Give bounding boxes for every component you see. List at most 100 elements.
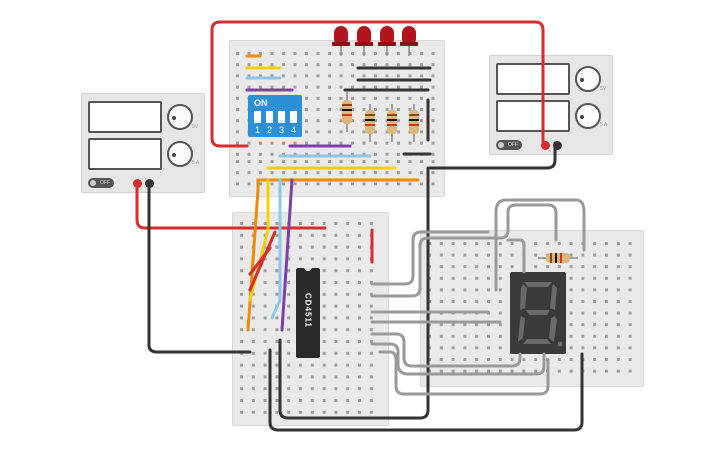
breadboard-hole[interactable] [374, 85, 377, 89]
breadboard-hole[interactable] [316, 85, 320, 89]
breadboard-hole[interactable] [299, 363, 302, 367]
breadboard-hole[interactable] [351, 96, 354, 100]
breadboard-hole[interactable] [463, 300, 467, 303]
breadboard-hole[interactable] [408, 85, 412, 89]
breadboard-hole[interactable] [322, 281, 326, 284]
breadboard-hole[interactable] [369, 316, 373, 320]
breadboard-hole[interactable] [431, 182, 435, 186]
breadboard-hole[interactable] [236, 141, 239, 145]
breadboard-hole[interactable] [475, 323, 479, 327]
breadboard-hole[interactable] [475, 253, 479, 257]
breadboard-hole[interactable] [475, 369, 479, 373]
breadboard-hole[interactable] [259, 171, 262, 175]
breadboard-hole[interactable] [240, 410, 243, 414]
breadboard-hole[interactable] [451, 265, 455, 269]
breadboard-hole[interactable] [510, 242, 514, 245]
breadboard-hole[interactable] [431, 52, 435, 55]
breadboard-hole[interactable] [408, 63, 412, 67]
breadboard-hole[interactable] [351, 85, 354, 89]
breadboard-hole[interactable] [240, 363, 243, 367]
breadboard-hole[interactable] [374, 74, 377, 78]
breadboard-hole[interactable] [339, 119, 343, 123]
breadboard-hole[interactable] [616, 242, 620, 245]
breadboard-hole[interactable] [605, 300, 608, 303]
breadboard-hole[interactable] [287, 328, 291, 332]
breadboard-hole[interactable] [510, 358, 514, 361]
breadboard-hole[interactable] [628, 346, 632, 350]
breadboard-hole[interactable] [259, 160, 262, 163]
breadboard-hole[interactable] [240, 387, 243, 391]
breadboard-hole[interactable] [346, 363, 350, 367]
breadboard-hole[interactable] [334, 316, 338, 320]
breadboard-hole[interactable] [431, 171, 435, 175]
breadboard-hole[interactable] [351, 152, 354, 156]
breadboard-hole[interactable] [346, 281, 350, 284]
breadboard-hole[interactable] [475, 242, 479, 245]
breadboard-hole[interactable] [369, 363, 373, 367]
breadboard-hole[interactable] [628, 253, 632, 257]
breadboard-hole[interactable] [628, 358, 632, 361]
breadboard-hole[interactable] [275, 340, 279, 343]
breadboard-hole[interactable] [593, 323, 597, 327]
power-off-button[interactable]: OFF [496, 140, 522, 150]
breadboard-hole[interactable] [510, 265, 514, 269]
resistor-2[interactable] [365, 104, 375, 142]
breadboard-hole[interactable] [451, 276, 455, 280]
breadboard-hole[interactable] [305, 52, 308, 55]
breadboard-hole[interactable] [369, 304, 373, 308]
breadboard-hole[interactable] [463, 288, 467, 292]
breadboard-hole[interactable] [334, 304, 338, 308]
breadboard-hole[interactable] [569, 253, 573, 257]
breadboard-hole[interactable] [487, 323, 490, 327]
breadboard-hole[interactable] [593, 334, 597, 338]
breadboard-hole[interactable] [358, 281, 361, 284]
breadboard-hole[interactable] [334, 363, 338, 367]
breadboard-hole[interactable] [236, 108, 239, 111]
breadboard-hole[interactable] [362, 96, 366, 100]
breadboard-hole[interactable] [487, 253, 490, 257]
breadboard-hole[interactable] [475, 300, 479, 303]
breadboard-hole[interactable] [287, 281, 291, 284]
breadboard-hole[interactable] [305, 160, 308, 163]
breadboard-hole[interactable] [358, 351, 361, 355]
breadboard-hole[interactable] [339, 152, 343, 156]
breadboard-hole[interactable] [247, 52, 251, 55]
breadboard-hole[interactable] [240, 304, 243, 308]
breadboard-hole[interactable] [310, 233, 314, 237]
breadboard-hole[interactable] [408, 171, 412, 175]
breadboard-hole[interactable] [420, 74, 423, 78]
breadboard-hole[interactable] [322, 410, 326, 414]
breadboard-hole[interactable] [287, 387, 291, 391]
breadboard-hole[interactable] [628, 288, 632, 292]
breadboard-hole[interactable] [322, 245, 326, 249]
breadboard-hole[interactable] [420, 130, 423, 134]
breadboard-hole[interactable] [605, 346, 608, 350]
breadboard-hole[interactable] [581, 288, 585, 292]
breadboard-hole[interactable] [498, 265, 502, 269]
breadboard-hole[interactable] [369, 340, 373, 343]
breadboard-hole[interactable] [346, 410, 350, 414]
breadboard-hole[interactable] [431, 160, 435, 163]
breadboard-hole[interactable] [293, 160, 297, 163]
breadboard-hole[interactable] [569, 323, 573, 327]
breadboard-hole[interactable] [374, 130, 377, 134]
breadboard-hole[interactable] [463, 242, 467, 245]
breadboard-hole[interactable] [397, 171, 400, 175]
breadboard-hole[interactable] [439, 346, 443, 350]
breadboard-hole[interactable] [451, 253, 455, 257]
breadboard-hole[interactable] [293, 182, 297, 186]
breadboard-hole[interactable] [369, 399, 373, 402]
breadboard-hole[interactable] [408, 160, 412, 163]
breadboard-hole[interactable] [581, 276, 585, 280]
breadboard-hole[interactable] [628, 276, 632, 280]
breadboard-hole[interactable] [322, 363, 326, 367]
breadboard-hole[interactable] [498, 346, 502, 350]
breadboard-hole[interactable] [275, 363, 279, 367]
breadboard-hole[interactable] [293, 141, 297, 145]
breadboard-hole[interactable] [251, 375, 255, 379]
breadboard-hole[interactable] [346, 399, 350, 402]
breadboard-hole[interactable] [408, 108, 412, 111]
breadboard-hole[interactable] [263, 399, 267, 402]
breadboard-hole[interactable] [339, 85, 343, 89]
breadboard-hole[interactable] [328, 182, 331, 186]
